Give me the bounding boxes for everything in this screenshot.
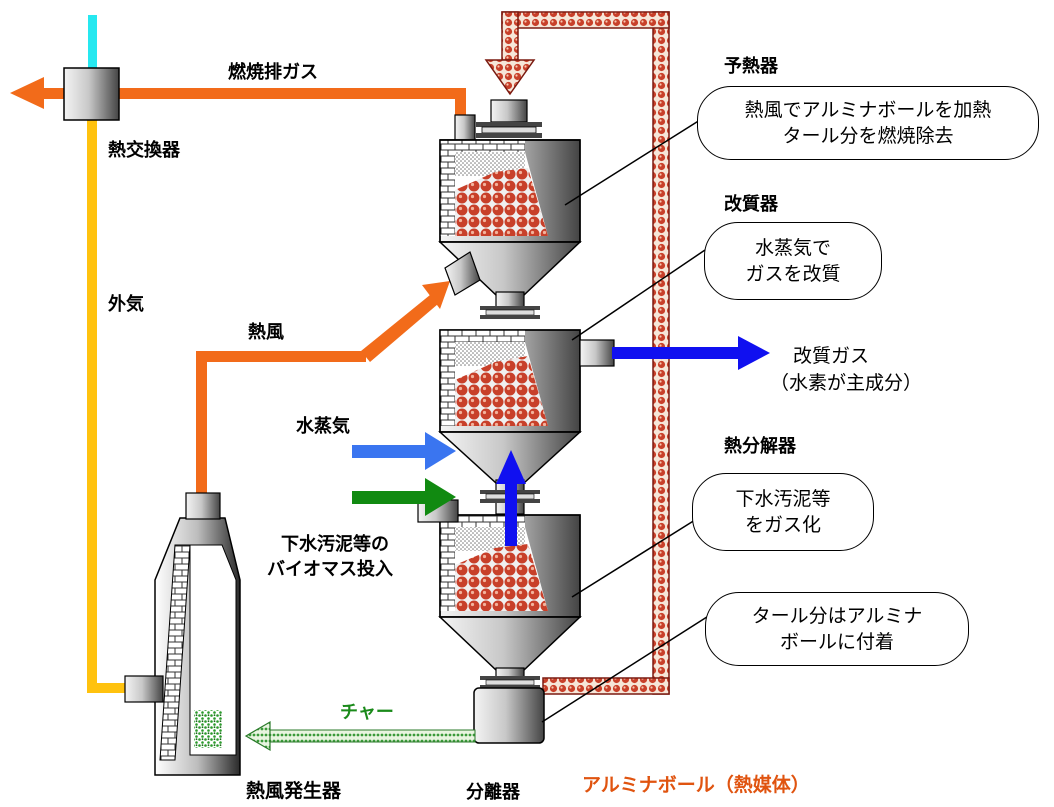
reactor-tower [417,99,615,744]
reformer-vessel [438,329,615,484]
hot-air-label: 熱風 [248,322,284,343]
reformed-gas-label-line1: 改質ガス [793,345,870,367]
separator-box [473,687,545,744]
reformed-gas-label-line2: （水素が主成分） [770,372,923,394]
alumina-ball-label: アルミナボール（熱媒体） [582,774,810,796]
preheater-callout: 熱風でアルミナボールを加熱 タール分を燃焼除去 [697,86,1039,160]
flue-gas-label: 燃焼排ガス [228,62,318,83]
outside-air-label: 外気 [108,294,144,315]
reformed-gas-arrow [612,336,770,370]
biomass-arrow [352,478,456,516]
pyrolyzer-callout-line2: をガス化 [744,514,821,536]
steam-arrow [352,432,456,470]
callout-lines [541,119,711,723]
gas-rise-arrow [496,450,526,546]
reformer-callout-line2: ガスを改質 [745,263,841,285]
cold-water-line [88,15,97,70]
reformer-callout: 水蒸気で ガスを改質 [704,222,882,300]
biomass-label-line2: バイオマス投入 [267,559,393,580]
biomass-label-line1: 下水汚泥等の [281,534,389,555]
separator-label: 分離器 [466,782,520,803]
flue-gas-line [10,77,466,118]
preheater-label: 予熱器 [724,56,778,77]
pyrolyzer-callout: 下水汚泥等 をガス化 [692,473,874,551]
steam-label: 水蒸気 [296,416,350,437]
hot-air-line [196,281,450,493]
char-line [244,720,476,752]
tar-callout-line1: タール分はアルミナ [751,605,923,627]
pyrolyzer-vessel [417,499,582,671]
alumina-ball-circulation [484,11,670,695]
tar-callout-line2: ボールに付着 [779,631,894,653]
pyrolyzer-label: 熱分解器 [724,436,796,457]
preheater-vessel [438,114,582,296]
heat-exchanger-label: 熱交換器 [108,140,180,161]
tar-callout: タール分はアルミナ ボールに付着 [705,592,969,666]
hot-air-generator [124,492,241,776]
hot-air-generator-label: 熱風発生器 [246,780,342,802]
preheater-callout-line1: 熱風でアルミナボールを加熱 [744,99,992,121]
reformer-label: 改質器 [724,194,778,215]
heat-exchanger [63,67,120,121]
char-label: チャー [340,702,394,723]
preheater-callout-line2: タール分を燃焼除去 [782,125,954,147]
reformer-callout-line1: 水蒸気で [754,237,831,259]
pyrolyzer-callout-line1: 下水汚泥等 [735,488,831,510]
